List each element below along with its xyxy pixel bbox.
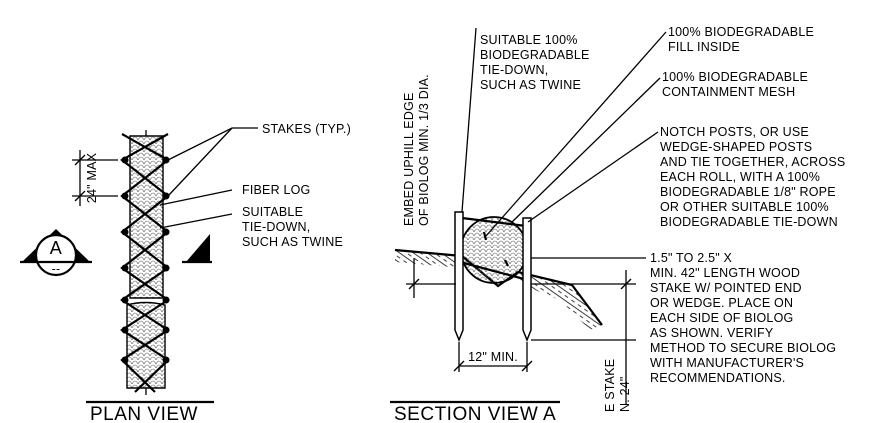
section-cut-arrow bbox=[182, 234, 212, 264]
stakes-typ-label: STAKES (TYP.) bbox=[262, 122, 351, 136]
notch-note-line-5: BIODEGRADABLE 1/8" ROPE bbox=[660, 185, 836, 199]
stake-note-line-8: WITH MANUFACTURER'S bbox=[650, 356, 804, 370]
notch-note-line-6: OR OTHER SUITABLE 100% bbox=[660, 200, 829, 214]
section-tiedown-line-1: SUITABLE 100% bbox=[480, 33, 578, 47]
plan-tiedown-line-3: SUCH AS TWINE bbox=[242, 235, 343, 249]
section-view-title: SECTION VIEW A bbox=[394, 404, 556, 423]
plan-leaders bbox=[159, 127, 258, 229]
notch-note-line-4: EACH ROLL, WITH A 100% bbox=[660, 170, 820, 184]
stake-note-line-7: METHOD TO SECURE BIOLOG bbox=[650, 341, 836, 355]
stake-note-line-6: AS SHOWN. VERIFY bbox=[650, 326, 774, 340]
embed-note-line-1: EMBED UPHILL EDGE bbox=[402, 92, 416, 226]
notch-note-line-3: AND TIE TOGETHER, ACROSS bbox=[660, 155, 845, 169]
section-tiedown-line-2: BIODEGRADABLE bbox=[480, 48, 590, 62]
fiber-log-plan bbox=[119, 130, 171, 395]
stake-note-line-9: RECOMMENDATIONS. bbox=[650, 371, 786, 385]
section-tiedown-line-3: TIE-DOWN, bbox=[480, 63, 548, 77]
stake-depth-dimension: E STAKE N. 24" bbox=[531, 270, 636, 412]
section-stakes bbox=[454, 211, 532, 343]
dimension-12-label: 12" MIN. bbox=[468, 350, 518, 364]
dimension-24-label: 24" MAX bbox=[85, 152, 99, 203]
stake-note-line-4: OR WEDGE. PLACE ON bbox=[650, 296, 793, 310]
dimension-24-max: 24" MAX bbox=[72, 150, 118, 206]
section-marker-sub: -- bbox=[52, 262, 61, 276]
notch-note-line-1: NOTCH POSTS, OR USE bbox=[660, 125, 809, 139]
section-view: 12" MIN. E STAKE N. 24" EMBED UPHILL EDG… bbox=[390, 25, 845, 423]
notch-note-line-7: BIODEGRADABLE TIE-DOWN bbox=[660, 215, 838, 229]
plan-view-title: PLAN VIEW bbox=[90, 404, 198, 423]
stake-note-line-5: EACH SIDE OF BIOLOG bbox=[650, 311, 793, 325]
plan-view: 24" MAX STAKES (TYP.) FIBER LOG SUITABLE… bbox=[20, 122, 351, 423]
notch-note-line-2: WEDGE-SHAPED POSTS bbox=[660, 140, 812, 154]
fill-note-line-2: FILL INSIDE bbox=[668, 40, 740, 54]
stake-note-line-2: MIN. 42" LENGTH WOOD bbox=[650, 266, 800, 280]
stake-depth-line-1: E STAKE bbox=[603, 359, 617, 412]
dimension-12-min: 12" MIN. bbox=[453, 342, 533, 372]
ground-profile bbox=[394, 248, 603, 330]
fill-note-line-1: 100% BIODEGRADABLE bbox=[668, 25, 814, 39]
stake-note-line-3: STAKE W/ POINTED END bbox=[650, 281, 802, 295]
section-marker-letter: A bbox=[50, 238, 63, 258]
section-marker-a: A -- bbox=[20, 229, 92, 277]
plan-tiedown-line-2: TIE-DOWN, bbox=[242, 220, 310, 234]
embed-note-line-2: OF BIOLOG MIN. 1/3 DIA. bbox=[417, 74, 431, 226]
mesh-note-line-1: 100% BIODEGRADABLE bbox=[662, 70, 808, 84]
stake-markers bbox=[121, 156, 170, 364]
plan-tiedown-line-1: SUITABLE bbox=[242, 205, 303, 219]
mesh-note-line-2: CONTAINMENT MESH bbox=[662, 85, 795, 99]
stake-note-line-1: 1.5" TO 2.5" X bbox=[650, 251, 733, 265]
embed-dimension bbox=[406, 258, 456, 298]
fiber-log-label: FIBER LOG bbox=[242, 183, 310, 197]
section-tiedown-line-4: SUCH AS TWINE bbox=[480, 78, 581, 92]
stake-depth-line-2: N. 24" bbox=[618, 376, 632, 412]
